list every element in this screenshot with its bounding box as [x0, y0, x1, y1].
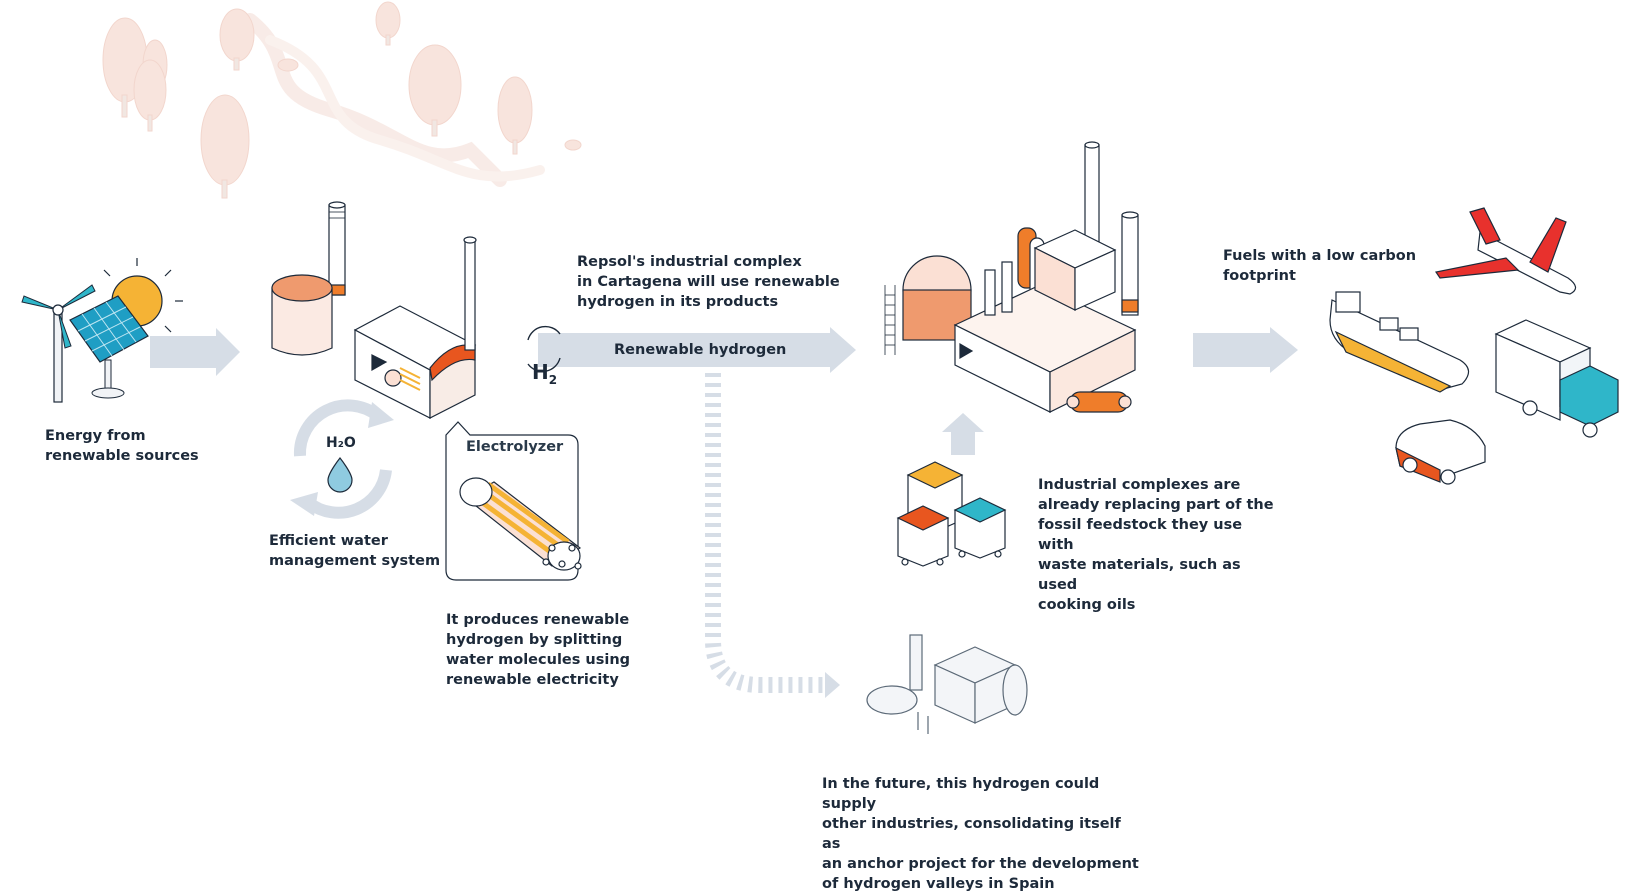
electrolyzer-icon [459, 477, 582, 571]
airplane-icon [1435, 207, 1577, 295]
flow-arrows [150, 327, 1298, 455]
electrolyzer-description: It produces renewable hydrogen by splitt… [446, 612, 631, 688]
waste-bins-icon [896, 461, 1007, 567]
water-cycle-icon [290, 399, 394, 519]
ship-icon [1329, 291, 1470, 393]
industry-icon [866, 634, 1028, 734]
arrow-waste-up [942, 413, 984, 455]
h2-symbol: H2 [532, 336, 557, 392]
arrow-renewable-hydrogen [538, 327, 856, 373]
renewable-hydrogen-label: Renewable hydrogen [614, 342, 787, 358]
diagram-illustration [21, 1, 1619, 734]
low-carbon-label: Fuels with a low carbon footprint [1223, 248, 1417, 284]
diagram-stage: Energy from renewable sources Efficient … [21, 1, 1619, 892]
h2-letter: H [532, 360, 549, 384]
factory-icon [271, 201, 477, 419]
cartagena-label: Repsol's industrial complex in Cartagena… [577, 254, 840, 310]
water-management-label: Efficient water management system [269, 533, 441, 569]
h2-cycle-icon [527, 325, 561, 373]
arrow-renewables-to-electrolyzer [150, 328, 240, 376]
car-icon [1395, 419, 1486, 485]
background-landscape [102, 1, 582, 199]
refinery-icon [884, 141, 1139, 413]
solar-panel-icon [69, 295, 149, 399]
truck-icon [1494, 319, 1619, 438]
h2-subscript: 2 [548, 373, 558, 387]
wind-turbine-icon [21, 284, 96, 403]
tree-icon [102, 1, 582, 199]
renewable-sources-label: Energy from renewable sources [45, 428, 199, 464]
electrolyzer-title: Electrolyzer [466, 439, 564, 455]
waste-materials-label: Industrial complexes are already replaci… [1038, 477, 1274, 613]
future-label: In the future, this hydrogen could suppl… [822, 776, 1139, 892]
arrow-future-dashed [705, 373, 840, 698]
water-drop-icon [327, 457, 353, 493]
h2o-symbol: H₂O [326, 435, 356, 451]
arrow-to-fuels [1193, 327, 1298, 373]
